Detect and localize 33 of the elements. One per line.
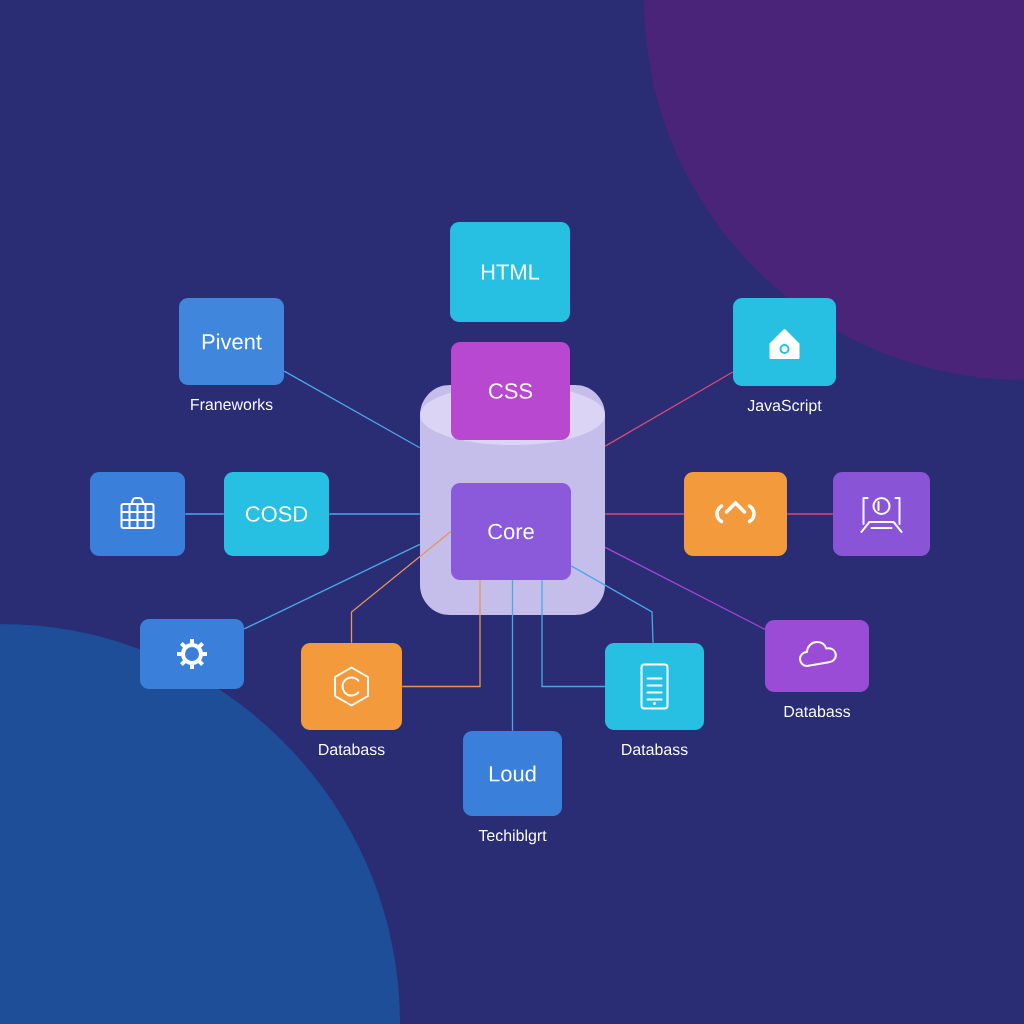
icon-box xyxy=(605,643,704,730)
caption-text: JavaScript xyxy=(747,399,822,415)
connector-line xyxy=(283,370,421,449)
label-box: Loud xyxy=(463,731,562,816)
connector-line xyxy=(604,513,685,515)
connector-line xyxy=(401,579,481,688)
connector-line xyxy=(328,513,421,515)
caption-text: Techiblgrt xyxy=(478,829,547,845)
icon-box xyxy=(733,298,836,386)
caption-text: Databass xyxy=(622,743,688,756)
label-box: Pivent xyxy=(179,298,284,385)
connector-line xyxy=(511,579,514,732)
label-box: Core xyxy=(451,483,571,580)
connector-line xyxy=(604,371,734,447)
caption-text: Databass xyxy=(784,705,851,718)
icon-box xyxy=(765,620,869,692)
icon-box xyxy=(684,472,787,556)
caption-text: Franeworks xyxy=(191,398,273,411)
icon-box xyxy=(301,643,402,730)
connector-line xyxy=(604,546,766,630)
connector-line xyxy=(570,565,654,644)
label-box: HTML xyxy=(450,222,570,322)
connector-line xyxy=(541,579,606,688)
icon-box xyxy=(140,619,244,689)
icon-box xyxy=(833,472,930,556)
connector-line xyxy=(243,543,421,630)
caption-text: Databass xyxy=(319,743,385,756)
connector-line xyxy=(786,513,834,515)
connector-line xyxy=(184,513,225,515)
label-box: COSD xyxy=(224,472,329,556)
connector-line xyxy=(350,530,452,644)
label-box: CSS xyxy=(451,342,570,440)
icon-box xyxy=(90,472,185,556)
